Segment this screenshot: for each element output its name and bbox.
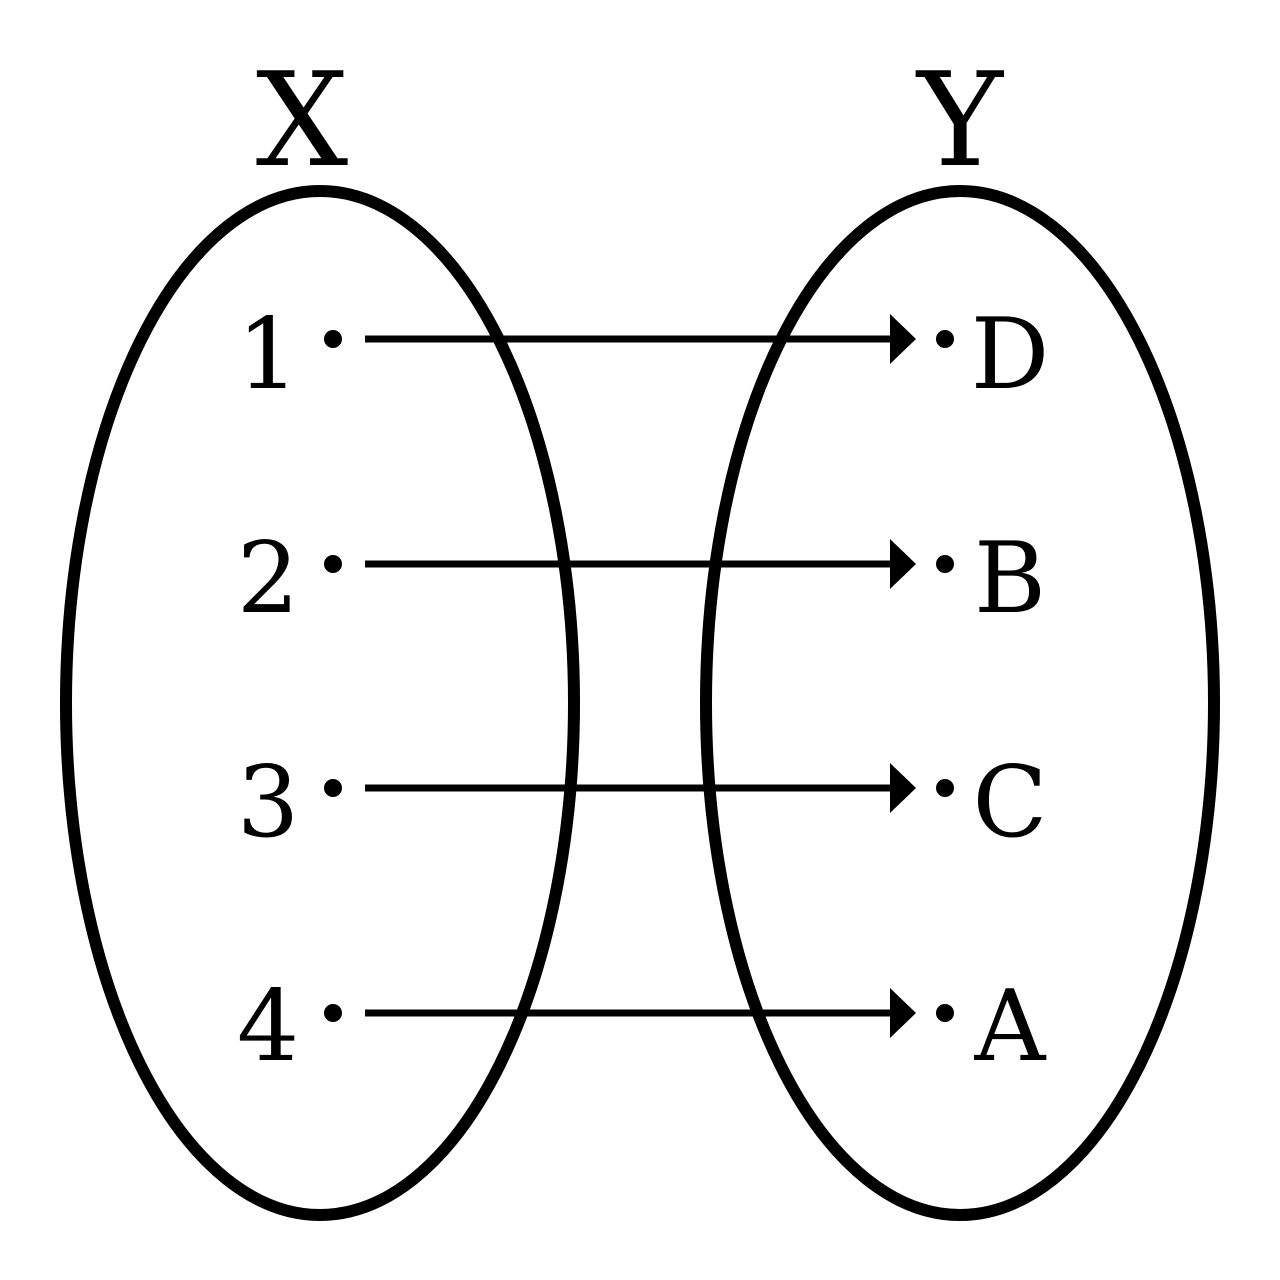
mapping-arrow — [365, 988, 916, 1038]
domain-element-dot — [324, 1004, 342, 1022]
set-x-label: X — [256, 44, 349, 196]
domain-element-label: 4 — [237, 970, 299, 1084]
mapping-arrow — [365, 539, 916, 589]
domain-element-dot — [324, 330, 342, 348]
codomain-element-dot — [936, 330, 954, 348]
set-x-ellipse — [60, 185, 580, 1221]
codomain-element-dot — [936, 555, 954, 573]
codomain-element-dot — [936, 1004, 954, 1022]
codomain-element-label: D — [971, 298, 1050, 412]
mapping-arrow — [365, 763, 916, 813]
codomain-element-label: B — [974, 522, 1046, 636]
domain-element-label: 3 — [237, 746, 299, 860]
domain-element-label: 1 — [237, 298, 299, 412]
codomain-element-label: A — [974, 970, 1047, 1084]
domain-element-label: 2 — [237, 522, 299, 636]
set-y-ellipse — [700, 185, 1220, 1221]
domain-element-dot — [324, 779, 342, 797]
set-y-label: Y — [915, 44, 1004, 196]
codomain-element-label: C — [973, 746, 1048, 860]
domain-element-dot — [324, 555, 342, 573]
mapping-arrow — [365, 314, 916, 364]
codomain-element-dot — [936, 779, 954, 797]
